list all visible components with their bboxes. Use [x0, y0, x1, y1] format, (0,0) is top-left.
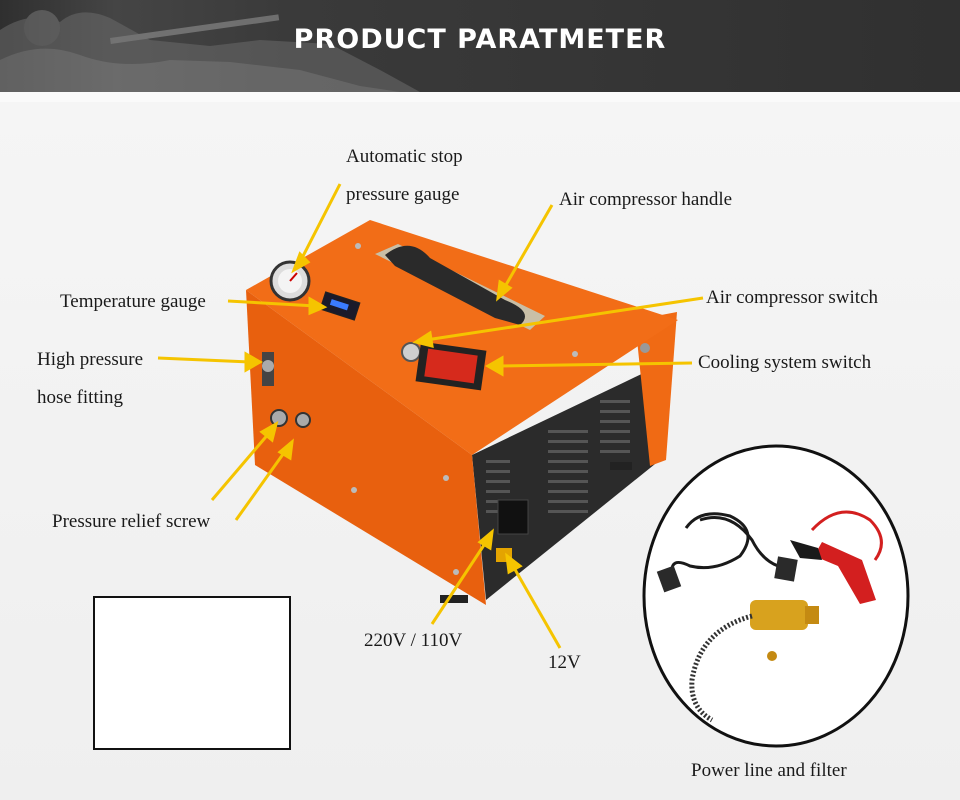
cooling-switch-icon — [415, 341, 487, 391]
ac-socket-icon — [497, 499, 529, 535]
power-cord-icon — [670, 512, 779, 575]
label-voltage-dc: 12V — [548, 652, 581, 673]
label-handle: Air compressor handle — [559, 189, 733, 210]
battery-clip-icon — [790, 510, 883, 604]
header-divider — [0, 92, 960, 102]
page-title: PRODUCT PARATMETER — [293, 24, 667, 55]
label-temperature-gauge: Temperature gauge — [60, 291, 206, 312]
filter-icon — [689, 600, 819, 723]
compressor-front — [246, 290, 486, 605]
label-auto-stop-gauge: Automatic stop pressure gauge — [346, 146, 463, 205]
hose-fitting-icon — [262, 352, 311, 428]
label-compressor-switch: Air compressor switch — [706, 287, 879, 308]
compressor-switch-icon — [401, 342, 421, 362]
soldier-silhouette-art — [0, 10, 420, 92]
handle-icon — [375, 244, 545, 330]
compressor-top — [246, 220, 678, 455]
accessory-inset-frame — [93, 596, 291, 750]
header-banner: PRODUCT PARATMETER — [0, 0, 960, 92]
label-relief-screw: Pressure relief screw — [52, 511, 211, 532]
label-power-line-filter: Power line and filter — [691, 760, 847, 781]
callout-arrows — [157, 183, 704, 649]
label-voltage-ac: 220V / 110V — [364, 630, 463, 651]
compressor-side-panel — [472, 370, 660, 600]
label-cooling-switch: Cooling system switch — [698, 352, 872, 373]
label-high-pressure-fitting: High pressure hose fitting — [37, 349, 144, 408]
